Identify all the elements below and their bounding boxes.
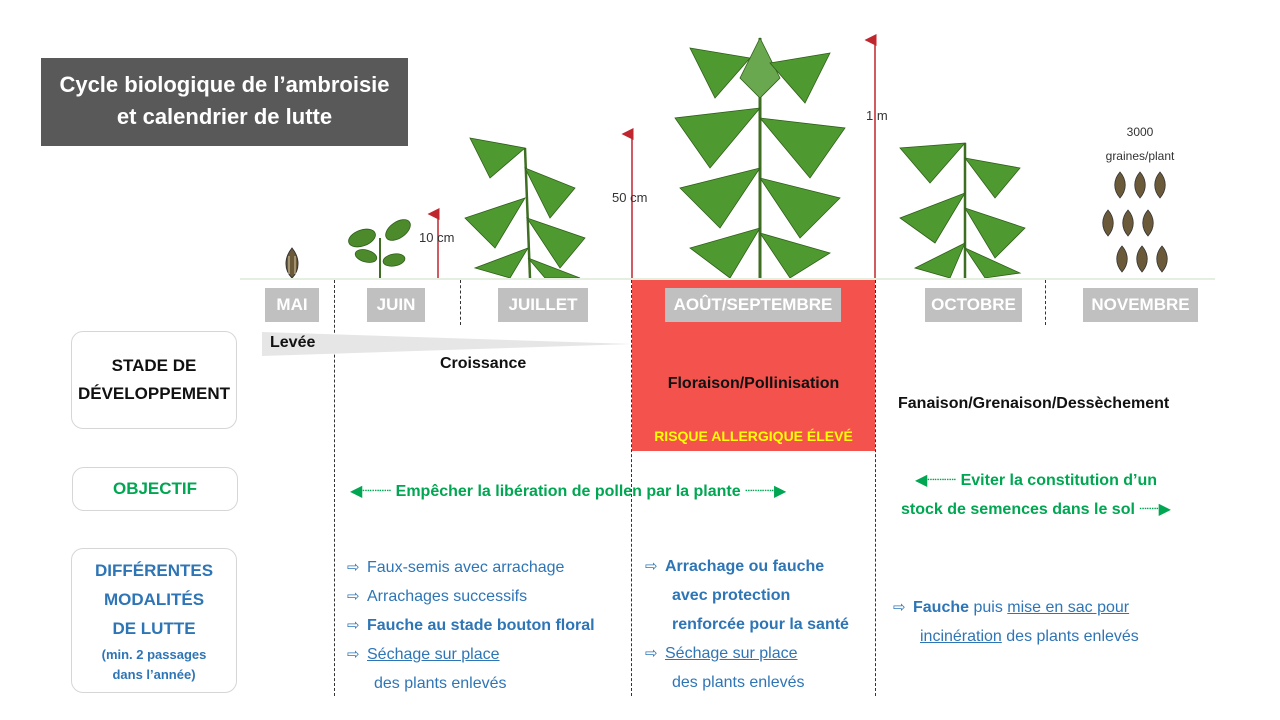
- label-stade-line2: DÉVELOPPEMENT: [77, 384, 231, 403]
- objectif-semences: ◀┈┈┈ Eviter la constitution d’un stock d…: [886, 466, 1186, 524]
- hollow-arrow-icon: ⇨: [347, 617, 360, 634]
- seeds-count: 3000: [1126, 125, 1154, 139]
- plant-illustrations: [285, 37, 1168, 279]
- hollow-arrow-icon: ⇨: [347, 588, 360, 605]
- label-modalites-line3: DE LUTTE: [112, 619, 196, 638]
- objectif-pollen-text: Empêcher la libération de pollen par la …: [395, 483, 741, 500]
- methods-col-2: ⇨Arrachage ou fauche avec protection ren…: [645, 552, 849, 697]
- label-modalites-line2: MODALITÉS: [103, 590, 205, 609]
- stage-levee: Levée: [270, 334, 316, 351]
- stage-croissance: Croissance: [440, 355, 527, 372]
- objectif-semences-line2: stock de semences dans le sol: [901, 501, 1135, 518]
- separator-juillet-aout: [631, 280, 632, 696]
- hollow-arrow-icon: ⇨: [347, 646, 360, 663]
- height-label-1m: 1 m: [866, 108, 888, 123]
- label-stade-developpement: STADE DE DÉVELOPPEMENT: [71, 331, 237, 429]
- label-modalites-line1: DIFFÉRENTES: [94, 561, 214, 580]
- arrow-right-icon: ┈┈▶: [1139, 501, 1171, 518]
- hollow-arrow-icon: ⇨: [645, 645, 658, 662]
- methods-col-3: ⇨Fauche puis mise en sac pour incinérati…: [893, 593, 1139, 651]
- label-stade-line1: STADE DE: [111, 356, 197, 375]
- objectif-pollen: ◀┈┈┈ Empêcher la libération de pollen pa…: [350, 481, 786, 501]
- separator-mai-juin: [334, 280, 335, 696]
- title-box: Cycle biologique de l’ambroisie et calen…: [41, 58, 408, 146]
- seeds-unit: graines/plant: [1105, 149, 1175, 163]
- method-sechage: ⇨Séchage sur place: [347, 640, 595, 669]
- arrow-left-icon: ◀┈┈┈: [350, 483, 392, 500]
- method-fauche-bouton: ⇨Fauche au stade bouton floral: [347, 611, 595, 640]
- hollow-arrow-icon: ⇨: [893, 599, 906, 616]
- method-sechage-2: ⇨Séchage sur place: [645, 639, 849, 668]
- seed-icon: [285, 247, 299, 279]
- young-plant-icon: [464, 137, 586, 279]
- month-novembre: NOVEMBRE: [1083, 288, 1198, 322]
- method-arrachages: ⇨Arrachages successifs: [347, 582, 595, 611]
- method-sechage-cont: des plants enlevés: [374, 675, 507, 692]
- title-line-1: Cycle biologique de l’ambroisie: [59, 72, 390, 97]
- method-arrachage-fauche: ⇨Arrachage ou fauche: [645, 552, 849, 581]
- growth-wedge: [262, 332, 632, 356]
- separator-octobre-novembre: [1045, 280, 1046, 325]
- objectif-semences-line1: Eviter la constitution d’un: [960, 472, 1158, 489]
- height-label-10cm: 10 cm: [419, 230, 455, 245]
- stage-floraison: Floraison/Pollinisation: [667, 375, 840, 392]
- methods-col-1: ⇨Faux-semis avec arrachage ⇨Arrachages s…: [347, 553, 595, 698]
- month-aout-septembre: AOÛT/SEPTEMBRE: [665, 288, 841, 322]
- separator-sept-octobre: [875, 280, 876, 696]
- arrow-left-icon: ◀┈┈┈: [914, 472, 957, 489]
- hollow-arrow-icon: ⇨: [347, 559, 360, 576]
- method-fauche-sac: ⇨Fauche puis mise en sac pour: [893, 593, 1139, 622]
- label-objectif: OBJECTIF: [72, 467, 238, 511]
- label-modalites-note1: (min. 2 passages: [101, 647, 207, 662]
- method-arrachage-fauche-l3: renforcée pour la santé: [672, 616, 849, 633]
- separator-juin-juillet: [460, 280, 461, 325]
- label-modalites-note2: dans l’année): [112, 667, 196, 682]
- risk-allergic-label: RISQUE ALLERGIQUE ÉLEVÉ: [654, 428, 853, 444]
- height-label-50cm: 50 cm: [612, 190, 648, 205]
- month-juillet: JUILLET: [498, 288, 588, 322]
- seedling-icon: [348, 219, 411, 278]
- height-arrows: [427, 34, 877, 278]
- flowering-plant-icon: [674, 37, 846, 279]
- method-sechage-2-cont: des plants enlevés: [672, 674, 805, 691]
- method-fauche-sac-l2: incinération des plants enlevés: [920, 628, 1139, 645]
- method-faux-semis: ⇨Faux-semis avec arrachage: [347, 553, 595, 582]
- seeds-label: 3000 graines/plant: [1100, 120, 1180, 168]
- label-modalites: DIFFÉRENTES MODALITÉS DE LUTTE (min. 2 p…: [71, 548, 237, 693]
- seeds-cluster-icon: [1102, 171, 1168, 273]
- mature-plant-icon: [899, 142, 1026, 279]
- ground-line: [240, 278, 1215, 280]
- hollow-arrow-icon: ⇨: [645, 558, 658, 575]
- month-octobre: OCTOBRE: [925, 288, 1022, 322]
- stage-fanaison: Fanaison/Grenaison/Dessèchement: [898, 395, 1170, 412]
- title-line-2: et calendrier de lutte: [116, 104, 333, 129]
- method-arrachage-fauche-l2: avec protection: [672, 587, 791, 604]
- arrow-right-icon: ┈┈┈▶: [745, 483, 787, 500]
- month-mai: MAI: [265, 288, 319, 322]
- month-juin: JUIN: [367, 288, 425, 322]
